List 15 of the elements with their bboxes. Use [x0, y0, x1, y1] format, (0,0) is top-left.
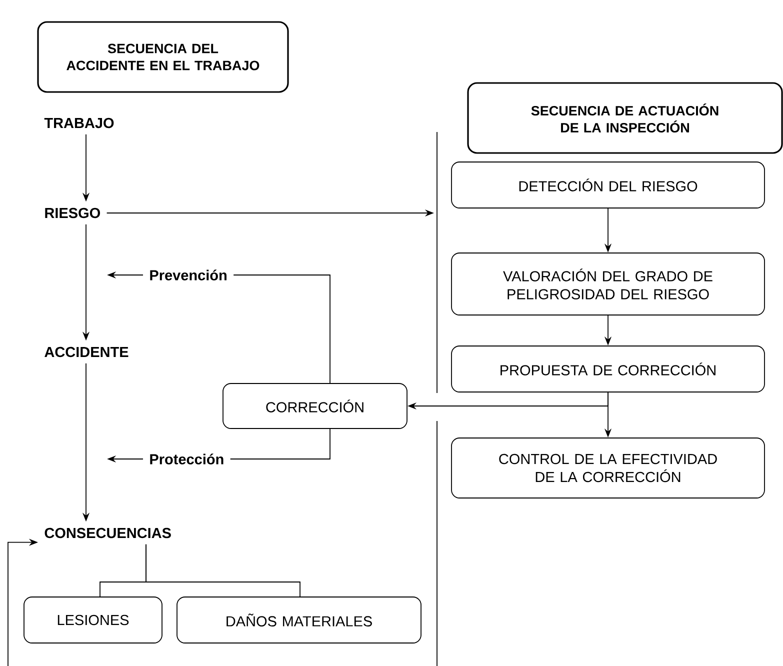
- process-box: DAÑOS MATERIALES: [176, 596, 422, 644]
- step-label: CONSECUENCIAS: [44, 528, 171, 538]
- measure-label: Prevención: [150, 270, 226, 280]
- process-box: VALORACIÓN DEL GRADO DE PELIGROSIDAD DEL RIESGO: [451, 252, 765, 316]
- process-box: DETECCIÓN DEL RIESGO: [451, 162, 765, 208]
- process-box: CORRECCIÓN: [222, 383, 408, 429]
- step-label: ACCIDENTE: [44, 346, 128, 358]
- step-label: TRABAJO: [44, 118, 114, 128]
- measure-label: Protección: [150, 454, 224, 464]
- heading-box: SECUENCIA DEL ACCIDENTE EN EL TRABAJO: [37, 21, 289, 93]
- process-box: PROPUESTA DE CORRECCIÓN: [451, 346, 765, 392]
- heading-box: SECUENCIA DE ACTUACIÓN DE LA INSPECCIÓN: [467, 82, 783, 154]
- process-box: LESIONES: [24, 596, 162, 644]
- process-box: CONTROL DE LA EFECTIVIDAD DE LA CORRECCIÓN: [451, 438, 765, 498]
- step-label: RIESGO: [45, 208, 100, 218]
